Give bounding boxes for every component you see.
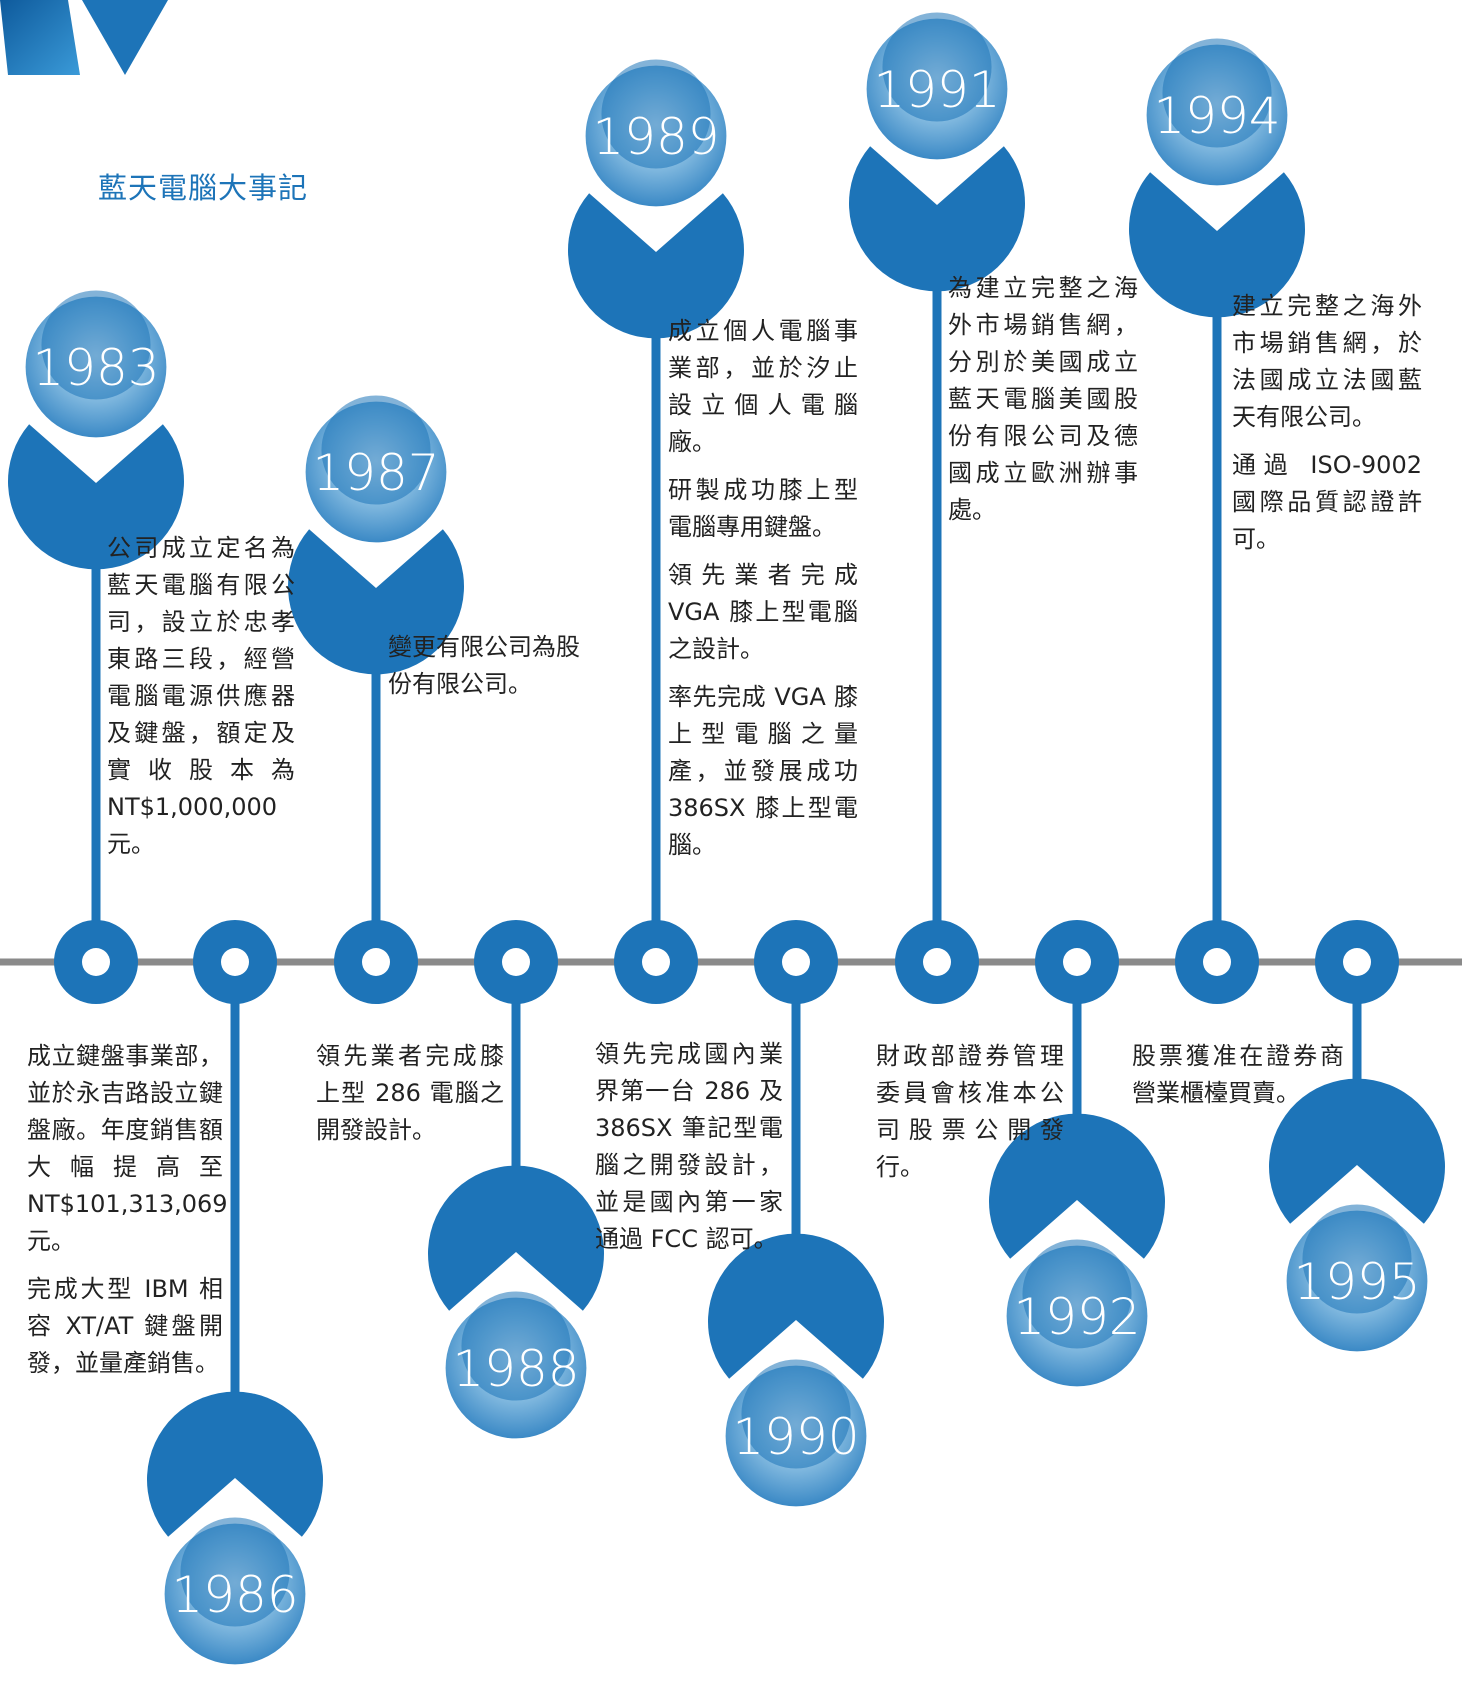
pin-drop: [8, 424, 185, 570]
event-1989-p4: 率先完成 VGA 膝上型電腦之量產，並發展成功 386SX 膝上型電腦。: [668, 683, 858, 859]
event-1989-p3: 領先業者完成 VGA 膝上型電腦之設計。: [668, 561, 858, 663]
pin-year-label: 1995: [1293, 1253, 1420, 1311]
pin-bubble-shade: [1162, 38, 1272, 148]
pin-drop: [428, 1165, 604, 1311]
event-text-1983: 公司成立定名為藍天電腦有限公司，設立於忠孝東路三段，經營電腦電源供應器及鍵盤，額…: [107, 530, 295, 874]
pin-year-label: 1988: [452, 1340, 579, 1398]
timeline-pin-1991: 1991: [849, 12, 1025, 1004]
timeline-pin-1983: 1983: [8, 290, 185, 1004]
corner-logo: [0, 0, 168, 75]
pin-year-label: 1989: [592, 108, 719, 166]
pin-drop: [288, 529, 464, 675]
pin-year-label: 1991: [873, 61, 1000, 119]
timeline-pin-1987: 1987: [288, 395, 464, 1004]
pin-bubble-shade: [1302, 1204, 1412, 1314]
axis-node-center: [1343, 948, 1371, 976]
pin-drop: [849, 146, 1025, 292]
event-text-1995: 股票獲准在證券商營業櫃檯買賣。: [1132, 1038, 1344, 1123]
pin-bubble-shade: [321, 395, 431, 505]
pin-drop: [989, 1113, 1165, 1259]
timeline-pin-1988: 1988: [428, 920, 604, 1439]
event-text-1989: 成立個人電腦事業部，並於汐止設立個人電腦廠。 研製成功膝上型電腦專用鍵盤。 領先…: [668, 313, 858, 875]
axis-node-center: [502, 948, 530, 976]
page-title: 藍天電腦大事記: [98, 171, 309, 205]
pin-year-label: 1994: [1153, 87, 1280, 145]
pin-year-label: 1990: [732, 1408, 859, 1466]
pin-bubble-shade: [41, 290, 151, 400]
pin-drop: [147, 1391, 324, 1537]
pin-bubble-shade: [601, 59, 711, 169]
event-text-1987: 變更有限公司為股份有限公司。: [388, 629, 580, 714]
event-text-1991: 為建立完整之海外市場銷售網，分別於美國成立藍天電腦美國股份有限公司及德國成立歐洲…: [948, 270, 1138, 540]
axis-node-center: [642, 948, 670, 976]
timeline-pin-1995: 1995: [1269, 920, 1446, 1352]
axis-node-center: [221, 948, 249, 976]
event-1991-p1: 為建立完整之海外市場銷售網，分別於美國成立藍天電腦美國股份有限公司及德國成立歐洲…: [948, 274, 1138, 524]
timeline-pin-1989: 1989: [568, 59, 744, 1004]
pin-drop: [568, 193, 744, 339]
event-1995-p1: 股票獲准在證券商營業櫃檯買賣。: [1132, 1042, 1344, 1107]
event-1983-p1: 公司成立定名為藍天電腦有限公司，設立於忠孝東路三段，經營電腦電源供應器及鍵盤，額…: [107, 534, 295, 858]
pin-bubble-shade: [180, 1517, 290, 1627]
event-1987-p1: 變更有限公司為股份有限公司。: [388, 633, 580, 698]
pin-drop: [708, 1233, 884, 1379]
event-text-1994: 建立完整之海外市場銷售網，於法國成立法國藍天有限公司。 通過 ISO-9002 …: [1232, 288, 1422, 569]
axis-node-center: [1203, 948, 1231, 976]
pin-bubble-shade: [882, 12, 992, 122]
axis-node-center: [82, 948, 110, 976]
event-1986-p2: 完成大型 IBM 相容 XT/AT 鍵盤開發，並量產銷售。: [27, 1275, 223, 1377]
pin-drop: [1129, 172, 1305, 318]
event-1994-p2: 通過 ISO-9002 國際品質認證許可。: [1232, 451, 1422, 553]
timeline-pin-1986: 1986: [147, 920, 324, 1665]
event-1986-p1: 成立鍵盤事業部，並於永吉路設立鍵盤廠。年度銷售額大幅提高至NT$101,313,…: [27, 1042, 228, 1255]
timeline-pin-1992: 1992: [989, 920, 1165, 1387]
axis-node-center: [362, 948, 390, 976]
event-text-1992: 財政部證券管理委員會核准本公司股票公開發行。: [876, 1038, 1064, 1197]
event-1990-p1: 領先完成國內業界第一台 286 及 386SX 筆記型電腦之開發設計，並是國內第…: [595, 1040, 783, 1253]
pin-bubble-shade: [461, 1291, 571, 1401]
event-1989-p2: 研製成功膝上型電腦專用鍵盤。: [668, 476, 858, 541]
pin-drop: [1269, 1078, 1446, 1224]
event-text-1986: 成立鍵盤事業部，並於永吉路設立鍵盤廠。年度銷售額大幅提高至NT$101,313,…: [27, 1038, 228, 1393]
event-text-1988: 領先業者完成膝上型 286 電腦之開發設計。: [316, 1038, 504, 1160]
event-1988-p1: 領先業者完成膝上型 286 電腦之開發設計。: [316, 1042, 504, 1144]
event-1989-p1: 成立個人電腦事業部，並於汐止設立個人電腦廠。: [668, 317, 858, 456]
axis-node-center: [1063, 948, 1091, 976]
pin-bubble-shade: [1022, 1239, 1132, 1349]
pin-year-label: 1986: [171, 1566, 298, 1624]
pin-bubble-shade: [741, 1359, 851, 1469]
pin-year-label: 1987: [312, 444, 439, 502]
timeline-pin-1990: 1990: [708, 920, 884, 1507]
pin-year-label: 1983: [32, 339, 159, 397]
timeline-pin-1994: 1994: [1129, 38, 1305, 1004]
pin-year-label: 1992: [1013, 1288, 1140, 1346]
axis-node-center: [782, 948, 810, 976]
event-1992-p1: 財政部證券管理委員會核准本公司股票公開發行。: [876, 1042, 1064, 1181]
axis-node-center: [923, 948, 951, 976]
event-text-1990: 領先完成國內業界第一台 286 及 386SX 筆記型電腦之開發設計，並是國內第…: [595, 1036, 783, 1269]
event-1994-p1: 建立完整之海外市場銷售網，於法國成立法國藍天有限公司。: [1232, 292, 1422, 431]
